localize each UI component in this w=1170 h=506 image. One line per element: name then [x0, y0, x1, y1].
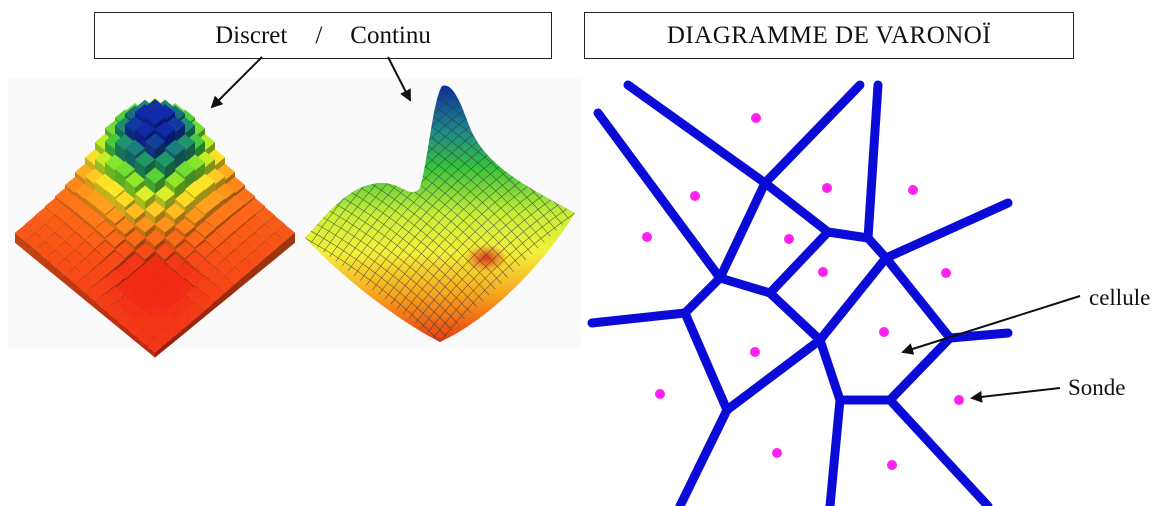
seed-point: [784, 234, 794, 244]
seed-point: [879, 327, 889, 337]
voronoi-edge: [881, 198, 1013, 263]
separator-label: /: [315, 21, 323, 49]
seed-point: [655, 389, 665, 399]
seed-point: [822, 183, 832, 193]
seed-point: [642, 232, 652, 242]
cell-arrow: [901, 295, 1081, 355]
voronoi-edge: [825, 395, 845, 506]
discrete-label: Discret: [215, 21, 288, 49]
voronoi-header: DIAGRAMME DE VARONOÏ: [584, 12, 1074, 59]
voronoi-edge: [815, 335, 845, 405]
voronoi-edge: [675, 405, 732, 506]
voronoi-edge: [885, 395, 993, 506]
voronoi-edge: [715, 178, 770, 283]
voronoi-edge: [722, 335, 825, 415]
voronoi-edge: [863, 80, 883, 243]
voronoi-edge: [760, 178, 833, 237]
voronoi-diagram: [587, 80, 1013, 506]
voronoi-edge: [885, 333, 955, 405]
voronoi-edge: [881, 253, 955, 343]
voronoi-edge: [680, 308, 732, 415]
voronoi-edge: [680, 273, 725, 318]
voronoi-edge: [765, 227, 833, 298]
voronoi-title: DIAGRAMME DE VARONOÏ: [666, 21, 992, 49]
voronoi-edge: [760, 80, 865, 188]
seed-point: [818, 267, 828, 277]
voronoi-edge: [715, 273, 775, 298]
discrete-bar-pyramid: [15, 97, 295, 358]
discrete-continuous-header: Discret / Continu: [94, 12, 552, 59]
cell-label: cellule: [1089, 285, 1151, 310]
seed-point: [908, 185, 918, 195]
voronoi-edge: [623, 80, 770, 188]
seed-point: [690, 191, 700, 201]
continuous-label: Continu: [350, 21, 431, 49]
voronoi-edge: [815, 253, 891, 345]
probe-label: Sonde: [1068, 375, 1126, 400]
seed-point: [941, 268, 951, 278]
voronoi-edge: [587, 308, 690, 328]
continuous-arrow: [387, 56, 411, 102]
voronoi-edge: [765, 288, 825, 345]
seed-point: [772, 448, 782, 458]
voronoi-edge: [823, 227, 873, 243]
seed-point: [887, 460, 897, 470]
continuous-surface: [305, 85, 575, 342]
seed-point: [750, 347, 760, 357]
seed-point: [751, 113, 761, 123]
discrete-arrow: [210, 56, 263, 109]
probe-arrow: [970, 387, 1061, 403]
voronoi-edge: [945, 328, 1013, 343]
seed-point: [954, 395, 964, 405]
voronoi-edge: [593, 108, 725, 283]
